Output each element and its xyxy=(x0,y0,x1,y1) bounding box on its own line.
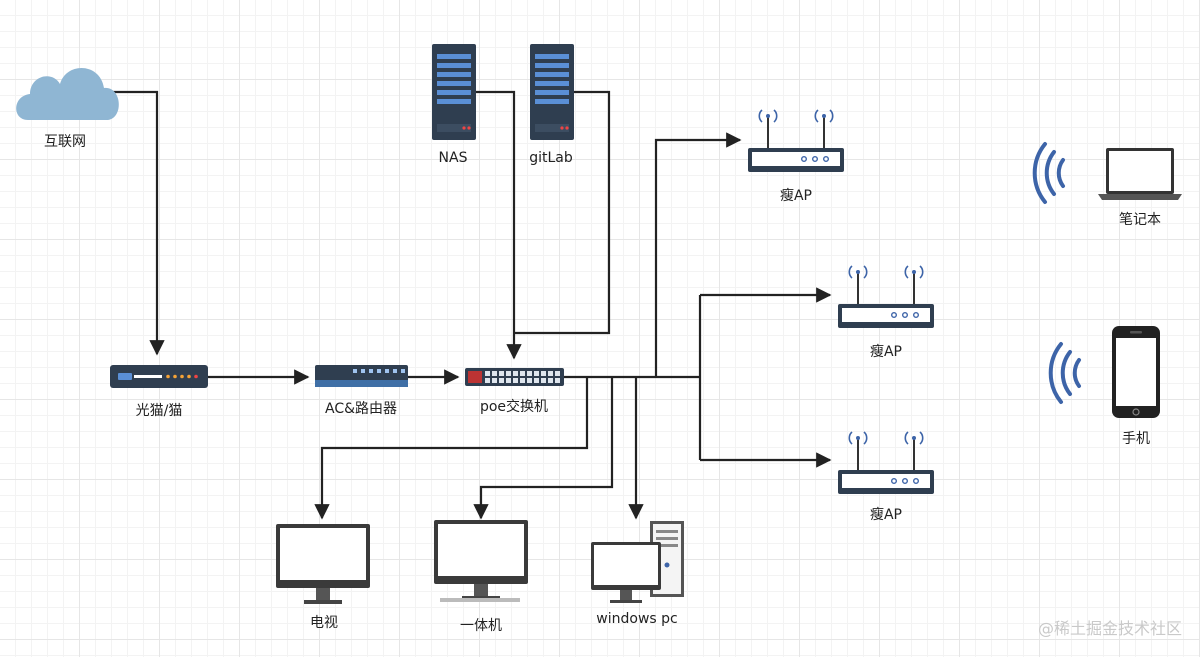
tv-label: 电视 xyxy=(310,615,338,631)
ap1-label: 瘦AP xyxy=(779,188,813,204)
ap3-icon xyxy=(837,431,935,495)
watermark: @稀土掘金技术社区 xyxy=(1037,619,1182,638)
wifi-icon xyxy=(1032,142,1065,204)
link-gitlab-switch xyxy=(514,90,611,335)
link-internet-modem xyxy=(110,90,165,356)
ap3-label: 瘦AP xyxy=(869,507,903,523)
laptop-label: 笔记本 xyxy=(1119,212,1161,228)
phone-label: 手机 xyxy=(1122,431,1150,447)
link-ap1 xyxy=(654,132,742,377)
switch-label: poe交换机 xyxy=(479,399,549,415)
aio-label: 一体机 xyxy=(460,618,502,634)
nas-label: NAS xyxy=(438,150,468,166)
nas-server-icon xyxy=(432,44,476,140)
switch-icon xyxy=(465,368,564,386)
ap2-label: 瘦AP xyxy=(869,344,903,360)
router-label: AC&路由器 xyxy=(324,401,398,417)
wifi-icon-phone xyxy=(1048,342,1081,404)
ap1-icon xyxy=(747,109,845,173)
router-icon xyxy=(315,365,408,387)
modem-icon xyxy=(110,365,208,388)
modem-label: 光猫/猫 xyxy=(135,403,183,419)
tv-monitor-icon xyxy=(276,524,370,604)
ap2-icon xyxy=(837,265,935,329)
internet-label: 互联网 xyxy=(44,134,86,150)
laptop-icon xyxy=(1098,148,1182,200)
phone-icon xyxy=(1112,326,1160,418)
gitlab-server-icon xyxy=(530,44,574,140)
link-aio xyxy=(473,377,614,520)
pc-icon xyxy=(591,521,684,603)
connections xyxy=(110,90,832,520)
link-nas-switch xyxy=(476,90,522,360)
cloud-icon xyxy=(16,67,119,120)
aio-computer-icon xyxy=(434,520,528,602)
link-tv xyxy=(314,377,589,520)
gitlab-label: gitLab xyxy=(529,150,573,166)
pc-label: windows pc xyxy=(596,611,678,627)
